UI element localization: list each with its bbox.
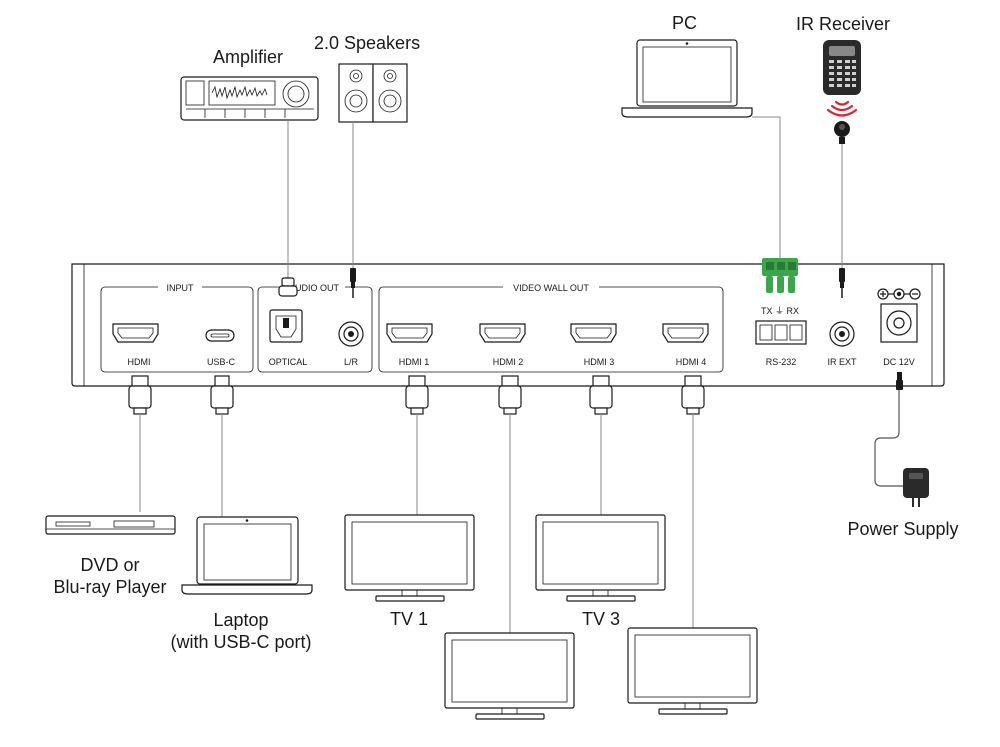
tv-2 — [444, 632, 575, 720]
tv-3-label: TV 3 — [582, 609, 620, 629]
speakers: 2.0 Speakers — [314, 33, 420, 123]
hdmi-plug-icon — [498, 375, 522, 415]
remote-control-icon — [823, 40, 861, 95]
audio-plug-icon — [350, 268, 356, 298]
power-adapter-icon — [903, 468, 929, 507]
video-wall-group-label: VIDEO WALL OUT — [513, 283, 589, 293]
hdmi-input-label: HDMI — [128, 357, 151, 367]
amplifier: Amplifier — [180, 47, 319, 121]
tv-1-label: TV 1 — [390, 609, 428, 629]
dvd-label-line1: DVD or — [80, 555, 139, 575]
terminal-block-icon — [762, 258, 798, 293]
tv-4 — [627, 627, 758, 715]
rs232-pins-label: TX ⏚ RX — [761, 306, 799, 316]
tv-3: TV 3 — [535, 514, 666, 629]
lr-audio-port[interactable]: L/R — [338, 321, 364, 367]
pc-label: PC — [672, 13, 697, 33]
input-group-label: INPUT — [167, 283, 195, 293]
dc-polarity-icon — [877, 288, 921, 300]
hdmi-out-2-label: HDMI 2 — [493, 357, 524, 367]
usb-c-label: USB-C — [207, 357, 236, 367]
dc-plug-icon — [896, 372, 903, 390]
amplifier-label: Amplifier — [213, 47, 283, 67]
tv-icon — [444, 632, 575, 720]
ir-eye-icon — [834, 121, 850, 144]
hdmi-port-icon — [479, 323, 526, 343]
hdmi-out-1-port[interactable]: HDMI 1 — [386, 323, 433, 367]
pc: PC — [621, 13, 753, 118]
audio-out-group-label: AUDIO OUT — [289, 283, 340, 293]
hdmi-out-3-port[interactable]: HDMI 3 — [570, 323, 617, 367]
optical-label: OPTICAL — [269, 357, 308, 367]
hdmi-out-3-label: HDMI 3 — [584, 357, 615, 367]
hdmi-input-port[interactable]: HDMI — [112, 323, 159, 367]
laptop-icon — [181, 516, 313, 595]
ir-receiver-label: IR Receiver — [796, 14, 890, 34]
laptop: Laptop (with USB-C port) — [170, 516, 313, 652]
dc-label: DC 12V — [883, 357, 915, 367]
power-supply: Power Supply — [847, 468, 959, 539]
tv-1: TV 1 — [344, 514, 475, 629]
usb-c-port-icon — [205, 329, 235, 342]
usb-c-plug-icon — [210, 375, 234, 415]
hdmi-port-icon — [662, 323, 709, 343]
dc-power-port[interactable]: DC 12V — [877, 288, 921, 367]
hdmi-plug-icon — [405, 375, 429, 415]
optical-plug-icon — [278, 277, 298, 297]
rs232-label: RS-232 — [766, 357, 797, 367]
lr-label: L/R — [344, 357, 359, 367]
hdmi-out-4-label: HDMI 4 — [676, 357, 707, 367]
laptop-label-line2: (with USB-C port) — [170, 632, 311, 652]
optical-port-icon — [269, 309, 303, 343]
ir-receiver: IR Receiver — [796, 14, 890, 144]
dvd-label-line2: Blu-ray Player — [53, 577, 166, 597]
audio-plug-icon — [839, 268, 845, 298]
usb-c-port[interactable]: USB-C — [205, 329, 236, 367]
audio-jack-icon — [829, 321, 855, 347]
hdmi-port-icon — [386, 323, 433, 343]
hdmi-plug-icon — [589, 375, 613, 415]
tv-icon — [344, 514, 475, 602]
hdmi-plug-icon — [681, 375, 705, 415]
ir-signal-icon — [826, 100, 858, 117]
tv-icon — [627, 627, 758, 715]
hdmi-out-1-label: HDMI 1 — [399, 357, 430, 367]
power-supply-label: Power Supply — [847, 519, 958, 539]
optical-port[interactable]: OPTICAL — [269, 309, 308, 367]
ir-ext-label: IR EXT — [827, 357, 857, 367]
tv-icon — [535, 514, 666, 602]
front-panel: INPUT AUDIO OUT VIDEO WALL OUT HDMI USB-… — [71, 263, 945, 387]
laptop-label-line1: Laptop — [213, 610, 268, 630]
dvd-player: DVD or Blu-ray Player — [45, 515, 176, 597]
hdmi-plug-icon — [128, 375, 152, 415]
hdmi-out-4-port[interactable]: HDMI 4 — [662, 323, 709, 367]
video-wall-group-box — [378, 286, 724, 373]
hdmi-port-icon — [112, 323, 159, 343]
hdmi-port-icon — [570, 323, 617, 343]
speakers-label: 2.0 Speakers — [314, 33, 420, 53]
audio-jack-icon — [338, 321, 364, 347]
ir-ext-port[interactable]: IR EXT — [827, 321, 857, 367]
hdmi-out-2-port[interactable]: HDMI 2 — [479, 323, 526, 367]
rs232-port[interactable]: TX ⏚ RX RS-232 — [755, 306, 807, 367]
